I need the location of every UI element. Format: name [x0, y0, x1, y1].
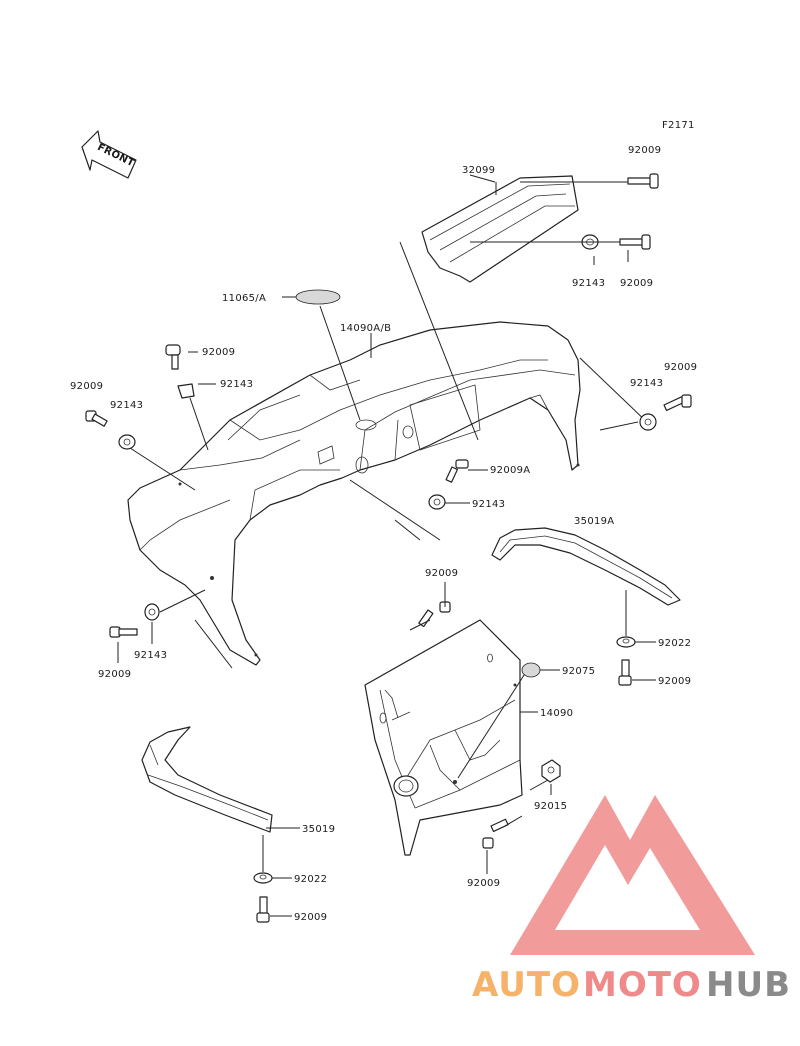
label-92009-mid: 92009: [425, 568, 458, 579]
cap-11065-icon: [295, 289, 341, 305]
part-35019-flap: [141, 726, 273, 833]
bolt-92009-ll-icon: [109, 626, 138, 638]
nut-92015-icon: [541, 759, 561, 783]
label-92022-right: 92022: [658, 638, 691, 649]
figure-code: F2171: [662, 120, 695, 131]
automotohub-logo: [510, 795, 755, 955]
label-92009-right: 92009: [664, 362, 697, 373]
label-92075: 92075: [562, 666, 595, 677]
label-92009-bot: 92009: [467, 878, 500, 889]
bolt-92009A-icon: [445, 459, 469, 483]
label-32099: 32099: [462, 165, 495, 176]
bolt-92009-left-icon: [85, 410, 108, 427]
part-14090-inner-panel: [364, 619, 523, 856]
label-35019A: 35019A: [574, 516, 614, 527]
label-92009-a: 92009: [202, 347, 235, 358]
collar-92143-mid-icon: [428, 494, 446, 510]
label-92143-right: 92143: [630, 378, 663, 389]
watermark-hub: HUB: [706, 965, 791, 1005]
label-92009-top: 92009: [628, 145, 661, 156]
label-92009-top2: 92009: [620, 278, 653, 289]
collar-92143-a-icon: [177, 383, 195, 399]
bolt-92009-bot-icon: [482, 818, 509, 849]
watermark-auto: AUTO: [472, 965, 581, 1005]
label-92009A: 92009A: [490, 465, 530, 476]
label-92143-top: 92143: [572, 278, 605, 289]
label-92143-mid: 92143: [472, 499, 505, 510]
label-92015: 92015: [534, 801, 567, 812]
collar-92143-left-icon: [118, 434, 136, 450]
collar-92143-right-icon: [639, 413, 657, 431]
label-35019: 35019: [302, 824, 335, 835]
label-92009-ll: 92009: [98, 669, 131, 680]
front-arrow-icon: [81, 130, 137, 179]
bolt-92009-top2-icon: [619, 234, 651, 250]
part-32099-tray: [421, 175, 579, 283]
label-92009-left: 92009: [70, 381, 103, 392]
label-92143-ll: 92143: [134, 650, 167, 661]
bolt-92009-top-icon: [627, 173, 659, 189]
front-direction-indicator: FRONT: [81, 130, 137, 179]
bolt-92009-a-icon: [165, 344, 181, 370]
washer-92022-right-icon: [616, 636, 636, 648]
label-92009-r2: 92009: [658, 676, 691, 687]
collar-92143-ll-icon: [144, 603, 160, 621]
label-14090ab: 14090A/B: [340, 323, 391, 334]
label-14090: 14090: [540, 708, 573, 719]
label-92009-l2: 92009: [294, 912, 327, 923]
bolt-92009-l2-icon: [256, 896, 270, 923]
label-11065: 11065/A: [222, 293, 266, 304]
label-92143-left: 92143: [110, 400, 143, 411]
watermark-moto: MOTO: [583, 965, 702, 1005]
part-35019A-flap: [491, 527, 681, 606]
part-14090ab-fender: [127, 321, 581, 666]
label-92143-a: 92143: [220, 379, 253, 390]
logo-triangle-mark: [510, 795, 755, 955]
label-92022-left: 92022: [294, 874, 327, 885]
bolt-92009-right-icon: [663, 394, 692, 412]
bolt-92009-r2-icon: [618, 659, 632, 686]
plug-92075-icon: [521, 662, 541, 678]
automotohub-watermark: AUTO MOTO HUB: [472, 965, 791, 1005]
washer-92022-left-icon: [253, 872, 273, 884]
